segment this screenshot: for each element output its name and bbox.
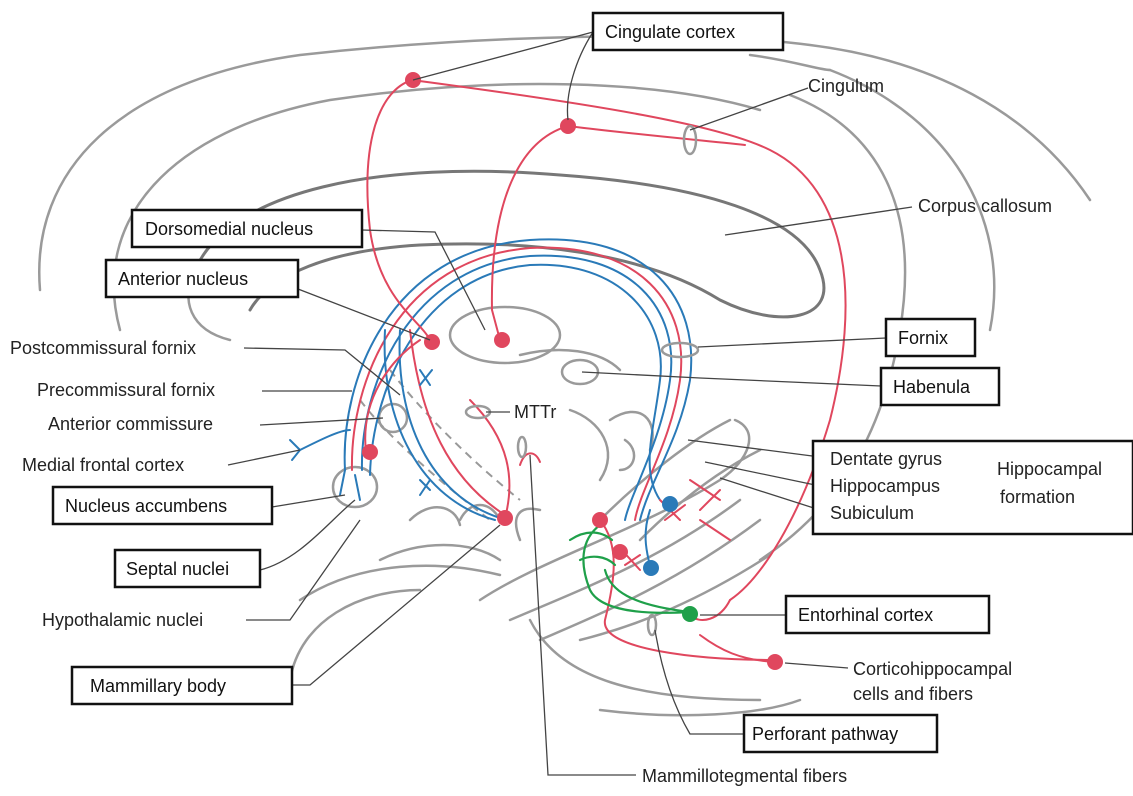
label-mammillary-body: Mammillary body <box>72 667 292 704</box>
label-perforant-pathway: Perforant pathway <box>744 715 937 752</box>
label-hippocampal-formation-1: Hippocampal <box>997 459 1102 479</box>
label-postcommissural-fornix: Postcommissural fornix <box>10 338 196 358</box>
label-subiculum: Subiculum <box>830 503 914 523</box>
label-septal-nuclei: Septal nuclei <box>115 550 260 587</box>
red-cell-anterior-nucleus <box>424 334 440 350</box>
label-hypothalamic-nuclei: Hypothalamic nuclei <box>42 610 203 630</box>
svg-text:Entorhinal cortex: Entorhinal cortex <box>798 605 933 625</box>
label-medial-frontal-cortex: Medial frontal cortex <box>22 455 184 475</box>
blue-cell-hippocampus <box>643 560 659 576</box>
red-cell-dorsomedial <box>494 332 510 348</box>
label-hippocampal-formation-2: formation <box>1000 487 1075 507</box>
label-dorsomedial-nucleus: Dorsomedial nucleus <box>132 210 362 247</box>
svg-text:Anterior nucleus: Anterior nucleus <box>118 269 248 289</box>
label-habenula: Habenula <box>881 368 999 405</box>
svg-text:Perforant pathway: Perforant pathway <box>752 724 898 744</box>
label-precommissural-fornix: Precommissural fornix <box>37 380 215 400</box>
label-nucleus-accumbens: Nucleus accumbens <box>53 487 272 524</box>
svg-text:Nucleus accumbens: Nucleus accumbens <box>65 496 227 516</box>
fornix-arc-bundle <box>345 239 692 520</box>
svg-text:Cingulate cortex: Cingulate cortex <box>605 22 735 42</box>
label-hippocampus: Hippocampus <box>830 476 940 496</box>
label-anterior-nucleus: Anterior nucleus <box>106 260 298 297</box>
label-corpus-callosum: Corpus callosum <box>918 196 1052 216</box>
svg-text:Habenula: Habenula <box>893 377 971 397</box>
label-mttr: MTTr <box>514 402 556 422</box>
label-fornix: Fornix <box>886 319 975 356</box>
label-entorhinal-cortex: Entorhinal cortex <box>786 596 989 633</box>
label-cingulate-cortex: Cingulate cortex <box>593 13 783 50</box>
svg-text:Septal nuclei: Septal nuclei <box>126 559 229 579</box>
label-corticohippocampal-1: Corticohippocampal <box>853 659 1012 679</box>
svg-text:Fornix: Fornix <box>898 328 948 348</box>
red-cell-corticohippocampal <box>767 654 783 670</box>
red-cell-cingulate-2 <box>560 118 576 134</box>
label-cingulum: Cingulum <box>808 76 884 96</box>
fornix-dashed-lines <box>360 370 520 520</box>
red-cell-hippocampus-2 <box>612 544 628 560</box>
red-cell-hippocampus-1 <box>592 512 608 528</box>
svg-text:Mammillary body: Mammillary body <box>90 676 226 696</box>
label-mammillotegmental-fibers: Mammillotegmental fibers <box>642 766 847 786</box>
label-dentate-gyrus: Dentate gyrus <box>830 449 942 469</box>
svg-text:Dorsomedial nucleus: Dorsomedial nucleus <box>145 219 313 239</box>
green-cell-entorhinal <box>682 606 698 622</box>
red-cell-septal <box>362 444 378 460</box>
thalamus-shapes <box>450 307 653 480</box>
blue-cell-subiculum <box>662 496 678 512</box>
red-cell-mammillary <box>497 510 513 526</box>
label-anterior-commissure: Anterior commissure <box>48 414 213 434</box>
label-corticohippocampal-2: cells and fibers <box>853 684 973 704</box>
